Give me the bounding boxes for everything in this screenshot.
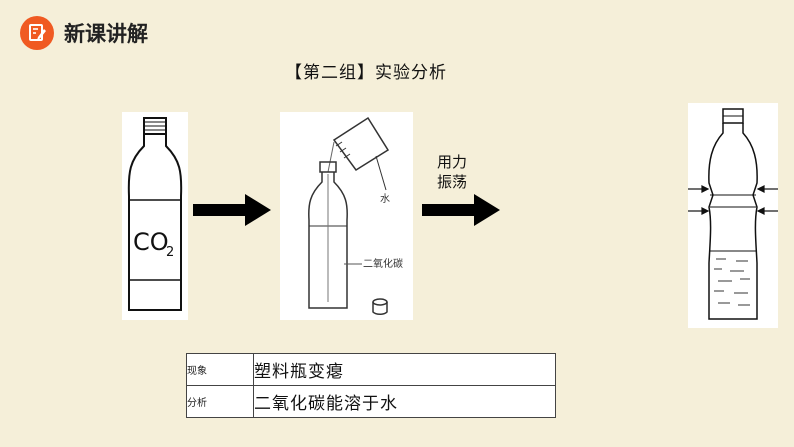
shake-line-2: 振荡 — [437, 173, 468, 191]
pour-water-figure: 水 二氧化碳 — [280, 112, 413, 320]
bottle-label: CO — [133, 228, 169, 256]
row-key: 现象 — [186, 353, 254, 386]
water-label: 水 — [380, 193, 390, 205]
arrow-right-icon — [193, 194, 271, 230]
co2-bottle-figure: CO 2 — [122, 112, 188, 320]
arrow-right-icon — [422, 194, 500, 230]
co2-label: 二氧化碳 — [363, 257, 403, 270]
row-value: 塑料瓶变瘪 — [253, 353, 556, 386]
pencil-note-icon — [20, 16, 54, 50]
table-row: 现象 塑料瓶变瘪 — [186, 353, 556, 386]
table-row: 分析 二氧化碳能溶于水 — [186, 385, 556, 418]
analysis-table: 现象 塑料瓶变瘪 分析 二氧化碳能溶于水 — [186, 353, 556, 418]
header-title: 新课讲解 — [64, 22, 148, 46]
row-key: 分析 — [186, 385, 254, 418]
shake-line-1: 用力 — [437, 153, 468, 171]
row-value: 二氧化碳能溶于水 — [253, 385, 556, 418]
bottle-label-subscript: 2 — [166, 245, 174, 260]
squeezed-bottle-figure — [688, 103, 778, 328]
shake-instruction: 用力 振荡 — [437, 152, 467, 192]
section-subtitle: 【第二组】实验分析 — [285, 63, 447, 83]
